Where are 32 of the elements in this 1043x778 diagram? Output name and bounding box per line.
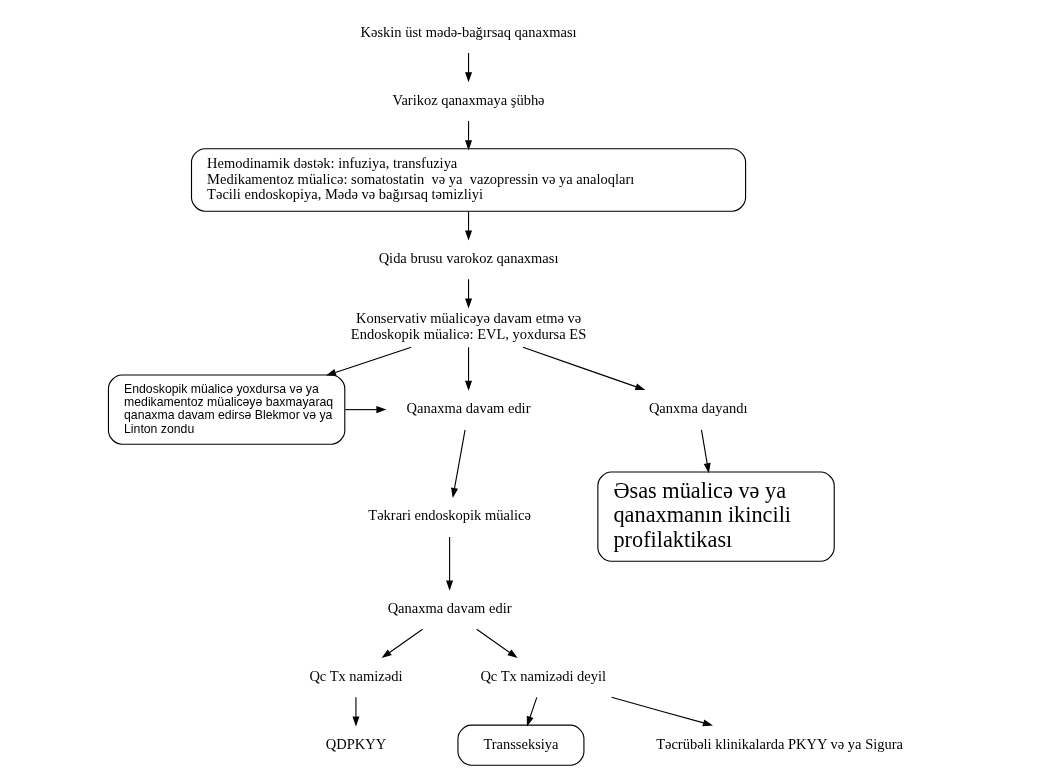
node-box: Transseksiya (457, 724, 585, 766)
arrow (465, 120, 473, 151)
arrow (465, 210, 473, 241)
arrow (700, 429, 711, 474)
arrow (446, 536, 454, 591)
node-text: Qanxma dayandı (648, 400, 748, 417)
arrow (381, 628, 424, 659)
arrow (611, 696, 713, 727)
arrow (465, 346, 473, 391)
arrow (476, 628, 518, 659)
node-text: Qanaxma davam edir (387, 599, 512, 616)
node-text: QDPKYY (325, 735, 387, 752)
arrow (451, 429, 466, 499)
node-box: Endoskopik müalicə yoxdursa və ya medikamentoz müalicəyə baxmayaraq qanaxma davam edirsə Blekmor və ya Linton zondu (107, 374, 346, 445)
node-text: Təkrari endoskopik müalicə (368, 507, 531, 524)
node-text: Təcrübəli klinikalarda PKYY və ya Sigura (656, 735, 903, 752)
arrow (465, 52, 473, 83)
arrow (352, 696, 360, 727)
node-text: Qc Tx namizədi deyil (480, 667, 607, 684)
node-text: Qanaxma davam edir (406, 400, 531, 417)
node-box: Hemodinamik dəstək: infuziya, transfuziya Medikamentoz müalicə: somatostatin və ya vazopressin və ya analoqları Təcili endoskopiya, Mədə və bağırsaq təmizliyi (190, 148, 747, 212)
node-text: Qida brusu varokoz qanaxması (378, 249, 559, 266)
arrow (465, 278, 473, 309)
node-text: Kəskin üst mədə-bağırsaq qanaxması (360, 23, 577, 40)
node-text: Varikoz qanaxmaya şübhə (392, 91, 545, 108)
arrow (526, 696, 538, 727)
node-text: Qc Tx namizədi (309, 667, 403, 684)
node-box: Əsas müalicə və ya qanaxmanın ikincili profilaktikası (597, 471, 835, 562)
node-text: Konservativ müalicəyə davam etmə və Endoskopik müalicə: EVL, yoxdursa ES (350, 310, 587, 342)
arrow (522, 346, 646, 391)
arrow (325, 346, 412, 376)
arrow (344, 406, 387, 414)
